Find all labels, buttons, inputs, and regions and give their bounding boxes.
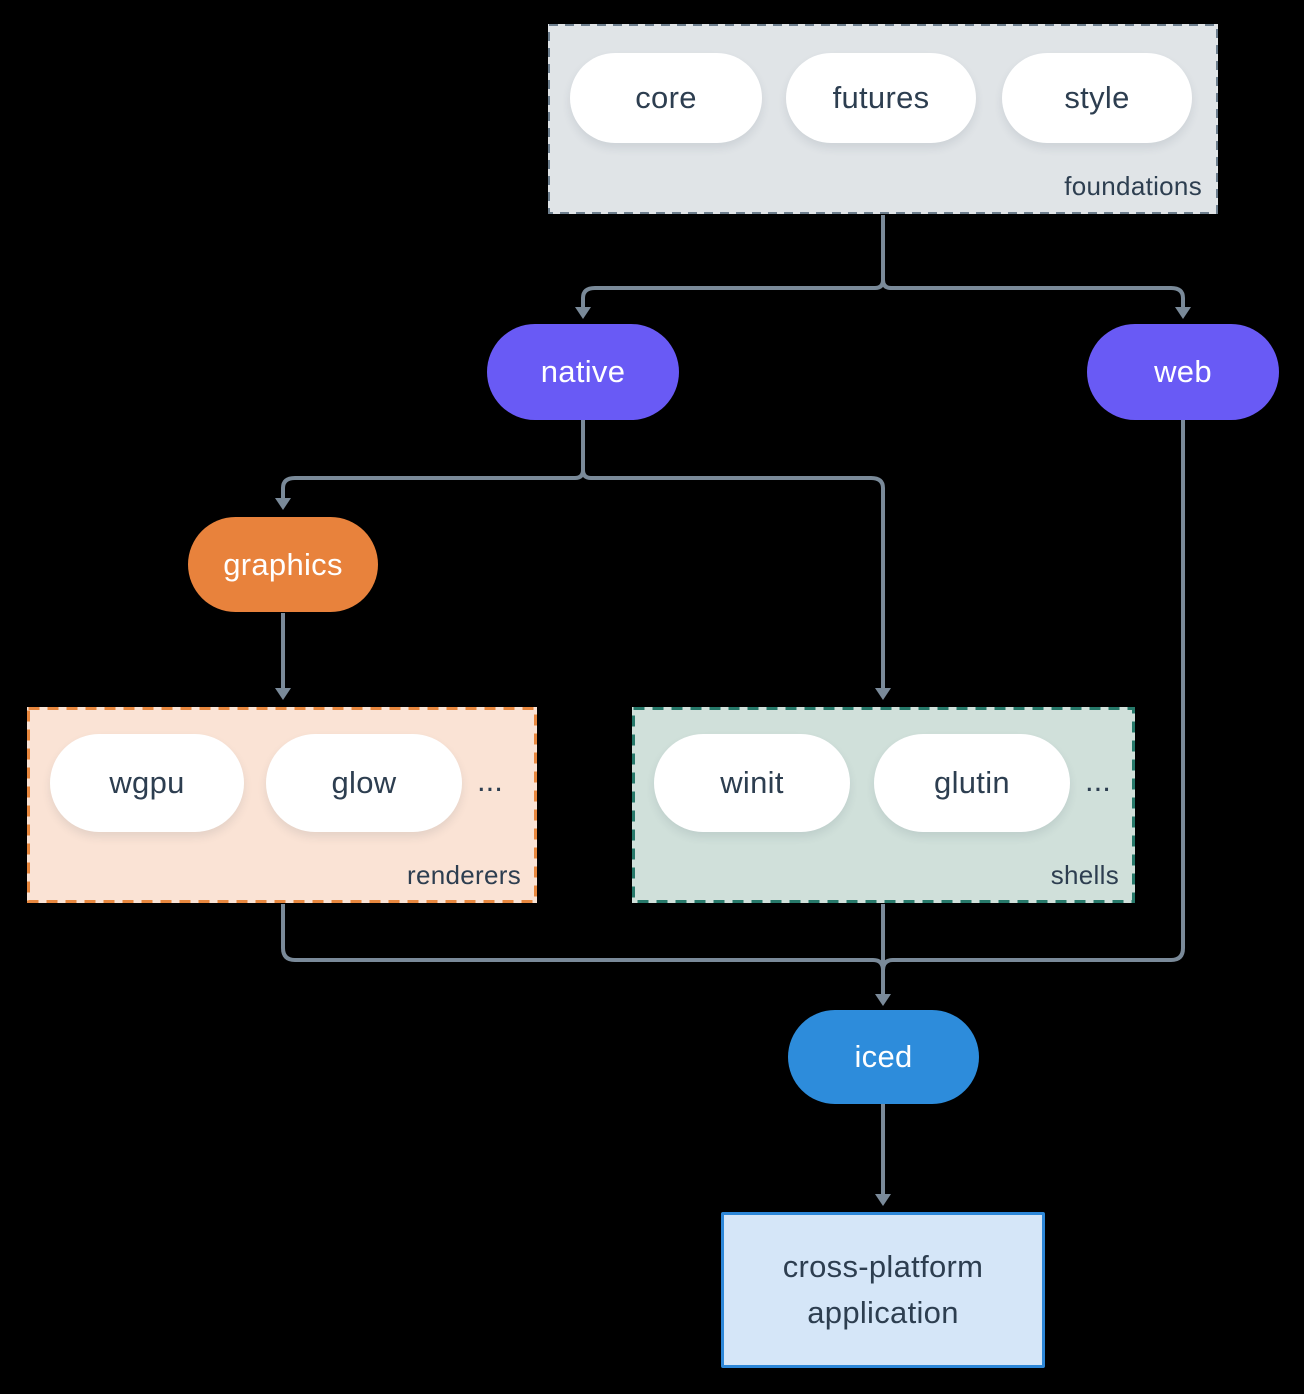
shells-ellipsis: ... <box>1085 763 1111 798</box>
shells-group: winit glutin ... shells <box>632 707 1135 903</box>
shells-label: shells <box>1050 860 1119 890</box>
edge-native-shells <box>581 420 891 700</box>
node-web-label: web <box>1154 354 1212 389</box>
pill-glutin-label: glutin <box>934 765 1010 800</box>
foundations-group-border <box>548 24 1218 214</box>
node-web: web <box>1087 324 1279 420</box>
pill-style: style <box>1002 53 1192 143</box>
pill-winit: winit <box>654 734 850 832</box>
edge-foundations-native <box>575 215 885 319</box>
pill-futures-label: futures <box>832 80 930 115</box>
renderers-group-border <box>27 707 537 903</box>
node-native: native <box>487 324 679 420</box>
pill-core-label: core <box>635 80 697 115</box>
pill-glow: glow <box>266 734 462 832</box>
renderers-label: renderers <box>407 860 521 890</box>
edge-native-graphics <box>275 420 585 510</box>
edge-foundations-web <box>881 215 1191 319</box>
application-label-line1: cross-platform <box>782 1248 984 1284</box>
pill-glutin: glutin <box>874 734 1070 832</box>
node-graphics-label: graphics <box>223 546 343 582</box>
pill-winit-label: winit <box>720 765 784 800</box>
node-native-label: native <box>540 354 626 389</box>
application-label-line2: application <box>807 1295 959 1330</box>
pill-core: core <box>570 53 762 143</box>
shells-group-border <box>632 707 1135 903</box>
node-iced-label: iced <box>854 1039 913 1074</box>
pill-wgpu-label: wgpu <box>109 765 185 800</box>
renderers-group: wgpu glow ... renderers <box>27 707 537 903</box>
node-graphics: graphics <box>188 517 378 612</box>
edge-renderers-merge <box>281 904 885 971</box>
pill-futures: futures <box>786 53 976 143</box>
foundations-label: foundations <box>1064 171 1202 201</box>
application-box: cross-platform application <box>721 1212 1045 1368</box>
pill-glow-label: glow <box>331 765 397 800</box>
node-iced: iced <box>788 1010 979 1104</box>
foundations-group: core futures style foundations <box>548 24 1218 214</box>
pill-style-label: style <box>1064 80 1130 115</box>
renderers-ellipsis: ... <box>477 763 503 798</box>
pill-wgpu: wgpu <box>50 734 244 832</box>
